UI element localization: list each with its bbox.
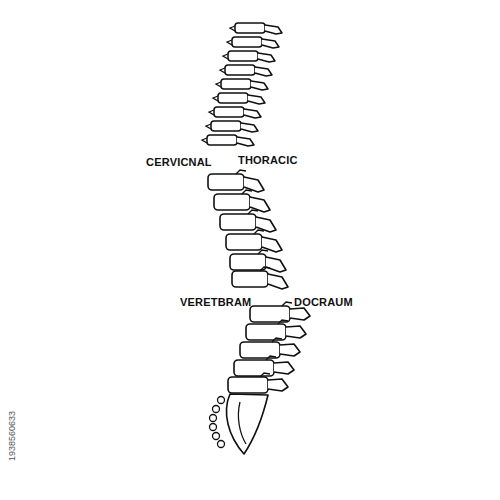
vertebra bbox=[206, 121, 258, 132]
vertebra bbox=[208, 170, 264, 192]
vertebra bbox=[223, 51, 275, 62]
vertebra bbox=[230, 250, 286, 272]
region-label: CERVICNAL bbox=[146, 156, 212, 168]
vertebra bbox=[220, 65, 272, 76]
vertebra bbox=[216, 79, 268, 90]
coccyx-bone bbox=[213, 433, 220, 440]
cervical-vertebrae bbox=[202, 23, 282, 146]
region-label: THORACIC bbox=[238, 154, 298, 166]
vertebra bbox=[214, 190, 270, 212]
vertebra bbox=[202, 135, 254, 146]
coccyx-bone bbox=[218, 441, 225, 448]
coccyx-bone bbox=[213, 406, 220, 413]
sacrum-outline bbox=[226, 394, 268, 454]
vertebra bbox=[230, 23, 282, 34]
vertebra bbox=[213, 93, 265, 104]
region-label: VERETBRAM bbox=[180, 296, 251, 308]
vertebra bbox=[240, 338, 300, 358]
watermark-id: 1938560633 bbox=[7, 411, 17, 461]
vertebra bbox=[226, 230, 282, 252]
coccyx-bone bbox=[218, 397, 225, 404]
vertebra bbox=[209, 107, 261, 118]
coccyx bbox=[210, 397, 225, 448]
vertebra bbox=[228, 373, 288, 393]
label-holder: 1938560633 bbox=[0, 425, 37, 443]
coccyx-bone bbox=[210, 415, 217, 422]
vertebra bbox=[227, 37, 279, 48]
vertebra bbox=[220, 210, 276, 232]
label-holder: THORACIC bbox=[238, 150, 298, 168]
thoracic-vertebrae bbox=[208, 170, 288, 289]
vertebra bbox=[246, 320, 306, 340]
coccyx-bone bbox=[210, 424, 217, 431]
vertebra bbox=[232, 267, 288, 289]
sacrum-line bbox=[238, 402, 246, 444]
label-holder: CERVICNAL bbox=[146, 152, 212, 170]
label-holder: DOCRAUM bbox=[294, 292, 353, 310]
sacrum bbox=[226, 394, 268, 454]
label-holder: VERETBRAM bbox=[180, 292, 251, 310]
region-label: DOCRAUM bbox=[294, 296, 353, 308]
lumbar-vertebrae bbox=[228, 302, 310, 393]
